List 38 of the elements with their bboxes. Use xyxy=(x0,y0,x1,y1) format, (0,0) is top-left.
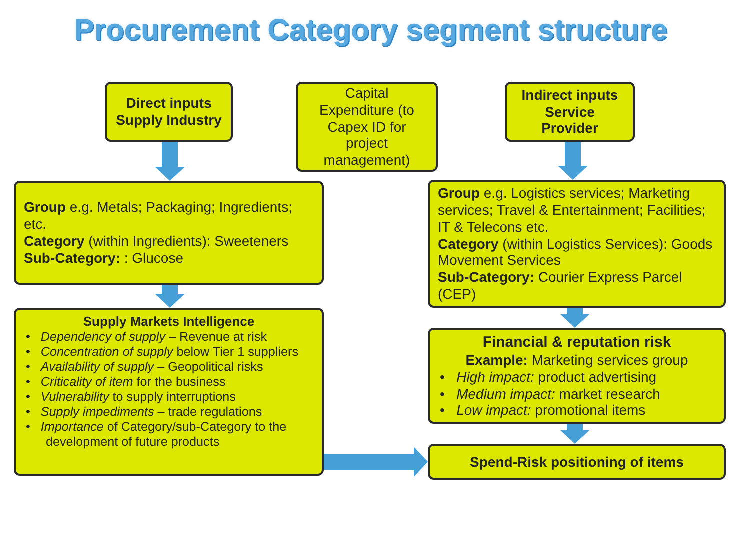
heading-text: Financial & reputation risk xyxy=(482,334,672,352)
box-text: Group e.g. Logistics services; Marketing services; Travel & Entertainment; Facilities; IT & Telecons etc. xyxy=(438,185,707,236)
block-arrow xyxy=(155,142,185,181)
box-text: Sub-Category: Courier Express Parcel (CEP) xyxy=(438,269,684,303)
title: Procurement Category segment structure xyxy=(73,14,669,48)
heading-text: Spend-Risk positioning of items xyxy=(470,454,684,470)
box-text: Sub-Category: : Glucose xyxy=(24,250,184,267)
bullet-item: • Criticality of item for the business xyxy=(25,374,227,390)
process-box xyxy=(428,180,726,308)
block-arrow xyxy=(324,447,428,477)
bullet-item: • Availability of supply – Geopolitical risks xyxy=(25,360,264,375)
box-text: Category (within Ingredients): Sweeteners xyxy=(24,233,290,250)
box-text: Example: Marketing services group xyxy=(464,352,690,369)
bullet-item: • Supply impediments – trade regulations xyxy=(25,405,264,420)
box-text: Group e.g. Metals; Packaging; Ingredients; etc. xyxy=(24,199,294,233)
heading-text: Supply Markets Intelligence xyxy=(82,314,256,330)
process-box xyxy=(505,82,635,142)
block-arrow xyxy=(558,142,588,180)
bullet-item: • Low impact: promotional items xyxy=(439,402,647,420)
block-arrow xyxy=(560,308,590,328)
bullet-item: • Medium impact: market research xyxy=(439,386,662,402)
box-text: Capital Expenditure (to Capex ID for project management) xyxy=(318,85,416,169)
bullet-item: • High impact: product advertising xyxy=(439,368,658,386)
bullet-item: • Importance of Category/sub-Category to the development of future products xyxy=(25,420,288,450)
process-box xyxy=(296,82,438,172)
bullet-item: • Dependency of supply – Revenue at risk xyxy=(25,330,268,345)
bullet-item: • Concentration of supply below Tier 1 suppliers xyxy=(25,344,300,360)
box-text: Category (within Logistics Services): Goods Movement Services xyxy=(438,236,714,270)
block-arrow xyxy=(155,285,185,308)
heading-text: Direct inputs Supply Industry xyxy=(115,95,223,129)
bullet-item: • Vulnerability to supply interruptions xyxy=(25,390,237,406)
process-box xyxy=(428,444,726,480)
process-box xyxy=(14,181,324,285)
process-box xyxy=(105,82,233,142)
process-box xyxy=(14,308,324,476)
block-arrow xyxy=(560,424,590,444)
process-box xyxy=(428,328,726,424)
heading-text: Indirect inputs Service Provider xyxy=(520,86,620,138)
